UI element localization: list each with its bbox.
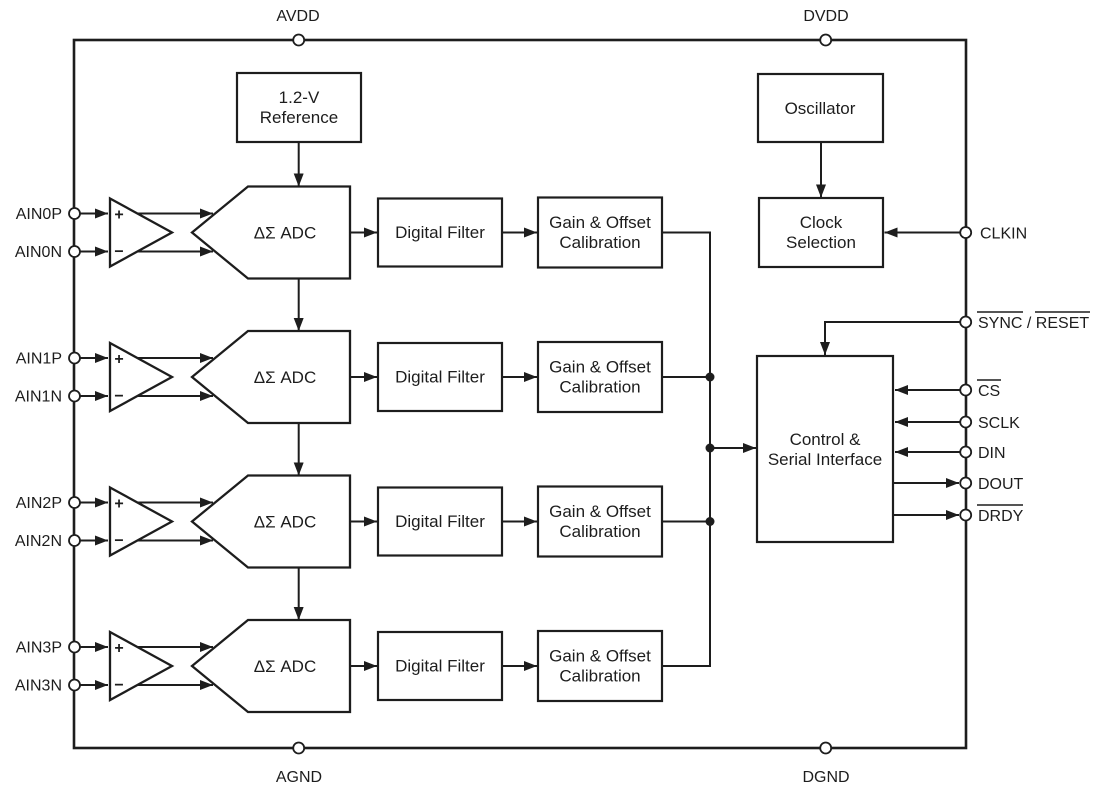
agnd-pin bbox=[292, 741, 306, 755]
digital-filter-box bbox=[376, 630, 504, 702]
pga-minus-sign: − bbox=[114, 677, 123, 694]
control-serial-label-line2: Serial Interface bbox=[768, 450, 882, 469]
control-serial-box bbox=[755, 354, 895, 544]
calibration-label-line2: Calibration bbox=[559, 233, 640, 252]
dout-label: DOUT bbox=[978, 476, 1024, 493]
dgnd-pin bbox=[819, 741, 833, 755]
channel-row-2: AIN2P AIN2N + − ΔΣ ADC Digital Filter Ga… bbox=[15, 474, 664, 620]
pga-plus-sign: + bbox=[114, 207, 123, 224]
calibration-box bbox=[536, 485, 664, 558]
pga-plus-sign: + bbox=[114, 640, 123, 657]
ain1n-pin bbox=[68, 389, 81, 403]
pga-minus-sign: − bbox=[114, 244, 123, 261]
ain1n-label: AIN1N bbox=[15, 389, 62, 406]
channel-row-1: AIN1P AIN1N + − ΔΣ ADC Digital Filter Ga… bbox=[15, 329, 664, 476]
reference-label-line1: 1.2-V bbox=[279, 88, 320, 107]
clock-selection-label-line2: Selection bbox=[786, 233, 856, 252]
control-serial-label-line1: Control & bbox=[790, 430, 862, 449]
ain2n-label: AIN2N bbox=[15, 533, 62, 550]
ain2p-label: AIN2P bbox=[16, 495, 62, 512]
din-label: DIN bbox=[978, 445, 1006, 462]
agnd-label: AGND bbox=[276, 769, 322, 786]
oscillator-label: Oscillator bbox=[785, 99, 856, 118]
sync-reset-label: SYNC / RESET bbox=[978, 315, 1089, 332]
avdd-pin bbox=[292, 33, 306, 47]
clock-selection-label-line1: Clock bbox=[800, 213, 843, 232]
calibration-label-line2: Calibration bbox=[559, 667, 640, 686]
clkin-pin bbox=[959, 226, 973, 239]
ain0p-pin bbox=[68, 207, 81, 220]
din-pin bbox=[959, 445, 973, 459]
calibration-label-line2: Calibration bbox=[559, 378, 640, 397]
digital-filter-label: Digital Filter bbox=[395, 657, 485, 676]
drdy-pin bbox=[959, 508, 973, 522]
pga-minus-sign: − bbox=[114, 533, 123, 550]
adc-label: ΔΣ ADC bbox=[254, 368, 316, 387]
wire-sync-to-control bbox=[820, 321, 960, 355]
pga-triangle bbox=[108, 196, 175, 269]
calibration-label-line1: Gain & Offset bbox=[549, 358, 651, 377]
calibration-label-line1: Gain & Offset bbox=[549, 213, 651, 232]
calibration-label-line1: Gain & Offset bbox=[549, 502, 651, 521]
wire-cal-bus bbox=[662, 231, 711, 667]
dout-pin bbox=[959, 476, 973, 490]
cs-pin bbox=[959, 383, 973, 397]
clkin-label: CLKIN bbox=[980, 226, 1027, 243]
calibration-box bbox=[536, 629, 664, 703]
calibration-label-line2: Calibration bbox=[559, 522, 640, 541]
ain3n-pin bbox=[68, 678, 81, 692]
sclk-pin bbox=[959, 415, 973, 429]
ain3p-pin bbox=[68, 640, 81, 654]
ain3p-label: AIN3P bbox=[16, 640, 62, 657]
dgnd-label: DGND bbox=[802, 769, 849, 786]
pga-plus-sign: + bbox=[114, 351, 123, 368]
adc-label: ΔΣ ADC bbox=[254, 513, 316, 532]
sclk-label: SCLK bbox=[978, 415, 1020, 432]
ain2n-pin bbox=[68, 534, 81, 547]
dvdd-label: DVDD bbox=[803, 8, 848, 25]
pga-triangle bbox=[108, 630, 175, 702]
ain0p-label: AIN0P bbox=[16, 206, 62, 223]
junction-dot bbox=[705, 372, 715, 382]
sync-reset-pin bbox=[959, 315, 973, 329]
cs-label: CS bbox=[978, 383, 1000, 400]
channel-row-0: AIN0P AIN0N + − ΔΣ ADC Digital Filter Ga… bbox=[15, 185, 664, 331]
pga-triangle bbox=[108, 485, 175, 558]
dvdd-pin bbox=[819, 33, 833, 47]
channel-row-3: AIN3P AIN3N + − ΔΣ ADC Digital Filter Ga… bbox=[15, 618, 664, 714]
digital-filter-label: Digital Filter bbox=[395, 368, 485, 387]
pga-triangle bbox=[108, 341, 175, 413]
adc-label: ΔΣ ADC bbox=[254, 224, 316, 243]
ain1p-pin bbox=[68, 351, 81, 365]
clock-selection-box bbox=[757, 196, 885, 269]
adc-label: ΔΣ ADC bbox=[254, 657, 316, 676]
digital-filter-box bbox=[376, 341, 504, 413]
digital-filter-label: Digital Filter bbox=[395, 512, 485, 531]
ain2p-pin bbox=[68, 496, 81, 509]
ain0n-pin bbox=[68, 245, 81, 258]
reference-label-line2: Reference bbox=[260, 108, 338, 127]
pga-plus-sign: + bbox=[114, 496, 123, 513]
ain0n-label: AIN0N bbox=[15, 244, 62, 261]
avdd-label: AVDD bbox=[276, 8, 319, 25]
drdy-label: DRDY bbox=[978, 508, 1024, 525]
digital-filter-label: Digital Filter bbox=[395, 223, 485, 242]
calibration-label-line1: Gain & Offset bbox=[549, 647, 651, 666]
calibration-box bbox=[536, 196, 664, 269]
ain3n-label: AIN3N bbox=[15, 678, 62, 695]
oscillator-box bbox=[756, 72, 885, 144]
ain1p-label: AIN1P bbox=[16, 351, 62, 368]
pga-minus-sign: − bbox=[114, 388, 123, 405]
junction-dot bbox=[705, 517, 715, 526]
